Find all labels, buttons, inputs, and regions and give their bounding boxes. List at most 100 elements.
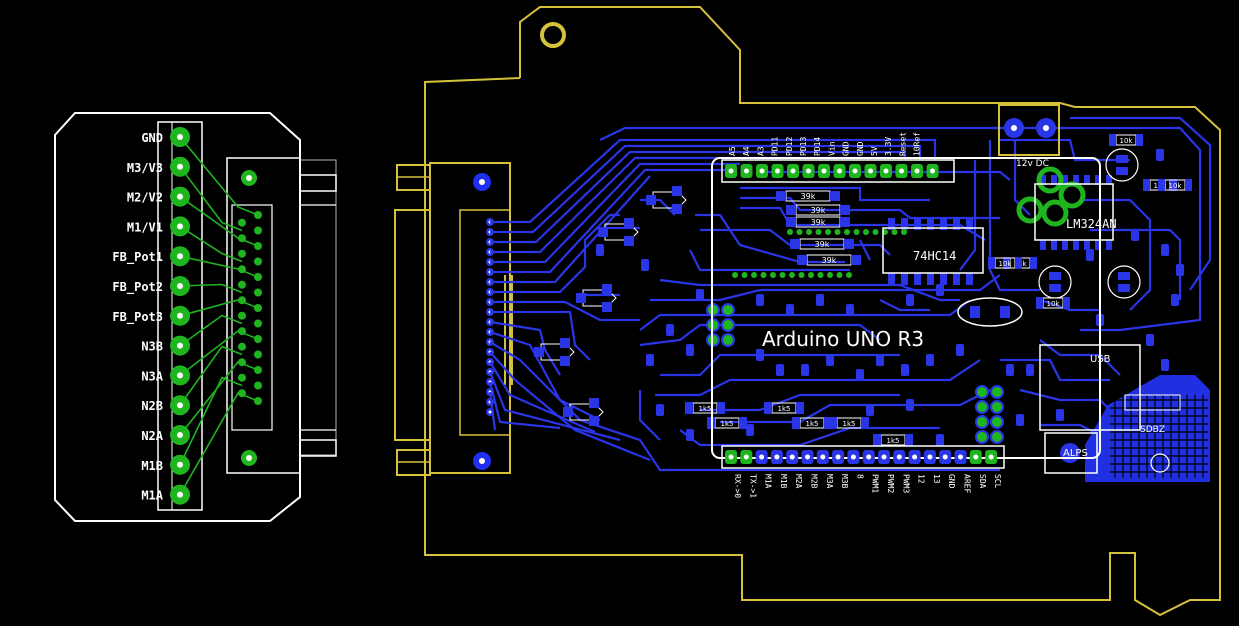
- smd-pad: [1036, 297, 1043, 309]
- connector-pin-label: FB_Pot1: [112, 250, 163, 265]
- smd-pad: [1056, 409, 1064, 421]
- via: [787, 229, 793, 235]
- smd-pad: [686, 429, 694, 441]
- connector-pin-label: N3A: [141, 369, 163, 383]
- top-header-label: 5V: [870, 146, 879, 156]
- smd-pad: [1171, 294, 1179, 306]
- connector-trace: [179, 314, 243, 347]
- power-jack-outline: [998, 104, 1060, 156]
- alps-label: ALPS: [1063, 448, 1088, 459]
- bottom-header-label: AREF: [963, 474, 972, 493]
- usb-label: USB: [1090, 354, 1111, 365]
- smd-pad: [641, 259, 649, 271]
- bottom-header-pin-hole: [789, 454, 795, 460]
- smd-pad: [856, 369, 864, 381]
- bottom-header-pins: [725, 450, 998, 464]
- resistor-value: 39k: [815, 240, 830, 249]
- smd-pad: [776, 364, 784, 376]
- via: [760, 272, 767, 278]
- smd-pad: [776, 191, 786, 201]
- bottom-header-label: M2A: [794, 474, 803, 489]
- bottom-header-pin-hole: [743, 454, 749, 460]
- bottom-header-pin-hole: [728, 454, 734, 460]
- pin-header-pad: [721, 333, 735, 347]
- connector-pins: [170, 127, 262, 505]
- bottom-header-label: SCL: [993, 474, 1002, 489]
- alps-outline: [1044, 432, 1098, 474]
- bottom-header-label: PWM3: [901, 474, 910, 493]
- smd-pad: [602, 284, 612, 294]
- via: [808, 272, 814, 278]
- via: [846, 272, 852, 278]
- smd-pad: [936, 284, 944, 296]
- smd-pad: [624, 236, 634, 246]
- hc14-outline: [882, 227, 984, 274]
- smd-pad: [786, 205, 796, 215]
- via: [789, 272, 795, 278]
- board-title: Arduino UNO R3: [762, 327, 924, 351]
- ic-pad: [1073, 240, 1079, 250]
- top-header-pins: [725, 164, 939, 178]
- ic-pad: [1106, 240, 1112, 250]
- smd-pad: [1109, 134, 1116, 146]
- smd-pad: [1118, 284, 1130, 292]
- bottom-header-pin-hole: [958, 454, 963, 460]
- bottom-header-label: TX->1: [748, 474, 757, 498]
- arduino-shield-outline: [711, 157, 1101, 459]
- smd-pad: [1161, 244, 1169, 256]
- top-header-pin-hole: [914, 168, 920, 174]
- ic-pad: [966, 218, 973, 230]
- bottom-header-outline: [721, 445, 1005, 469]
- smd-pad: [876, 354, 884, 366]
- sdb-label: SDBZ: [1140, 425, 1165, 435]
- top-header-pin-hole: [821, 168, 827, 174]
- smd-pad: [656, 404, 664, 416]
- pin-header-pad: [721, 303, 735, 317]
- top-header-label: PD14: [813, 137, 822, 156]
- power-label: 12v DC: [1016, 159, 1049, 169]
- db-pin: [254, 257, 262, 266]
- db-pin: [238, 389, 246, 398]
- smd-pad: [873, 434, 881, 446]
- ic-lm324-label: LM324AN: [1066, 217, 1117, 231]
- db-pin: [254, 381, 262, 390]
- db-pin: [254, 319, 262, 328]
- ic-pad: [1062, 175, 1068, 185]
- via: [901, 229, 907, 235]
- connector-trace: [179, 195, 259, 247]
- smd-pad: [797, 255, 807, 265]
- resistor-value: 1k5: [806, 420, 819, 428]
- smd-pad: [824, 417, 832, 429]
- smd-pad: [1176, 264, 1184, 276]
- ic-pad: [1084, 240, 1090, 250]
- ic-pad: [1095, 175, 1101, 185]
- connector-pin-label: N3B: [141, 340, 163, 354]
- via: [779, 272, 786, 278]
- resistor-value: 1k5: [843, 420, 856, 428]
- large-pad: [1016, 196, 1044, 224]
- connector-trace: [179, 255, 259, 278]
- ic-pad: [940, 273, 947, 285]
- pin-header-pad: [975, 385, 989, 399]
- terminal-pin-hole: [177, 163, 183, 170]
- db-pin: [254, 242, 262, 250]
- resistor-value: 10k: [1120, 137, 1134, 145]
- smd-pad: [1116, 155, 1128, 163]
- pin-header-pad: [990, 430, 1004, 444]
- via: [806, 229, 812, 235]
- smd-pad: [906, 399, 914, 411]
- large-pad: [1041, 199, 1069, 227]
- resistor-value: 10k: [1047, 300, 1061, 308]
- smd-pad: [534, 347, 544, 357]
- bottom-header-label: M2B: [810, 474, 819, 489]
- pin-header-pad: [975, 430, 989, 444]
- smd-pad: [801, 364, 809, 376]
- bottom-header-label: 13: [932, 474, 941, 484]
- connector-trace: [179, 299, 259, 317]
- smd-pad: [746, 424, 754, 436]
- smd-pad: [926, 354, 934, 366]
- smd-pad: [646, 354, 654, 366]
- smd-pad: [861, 417, 869, 429]
- smd-pad: [589, 416, 599, 426]
- bottom-header-pin-hole: [912, 454, 918, 460]
